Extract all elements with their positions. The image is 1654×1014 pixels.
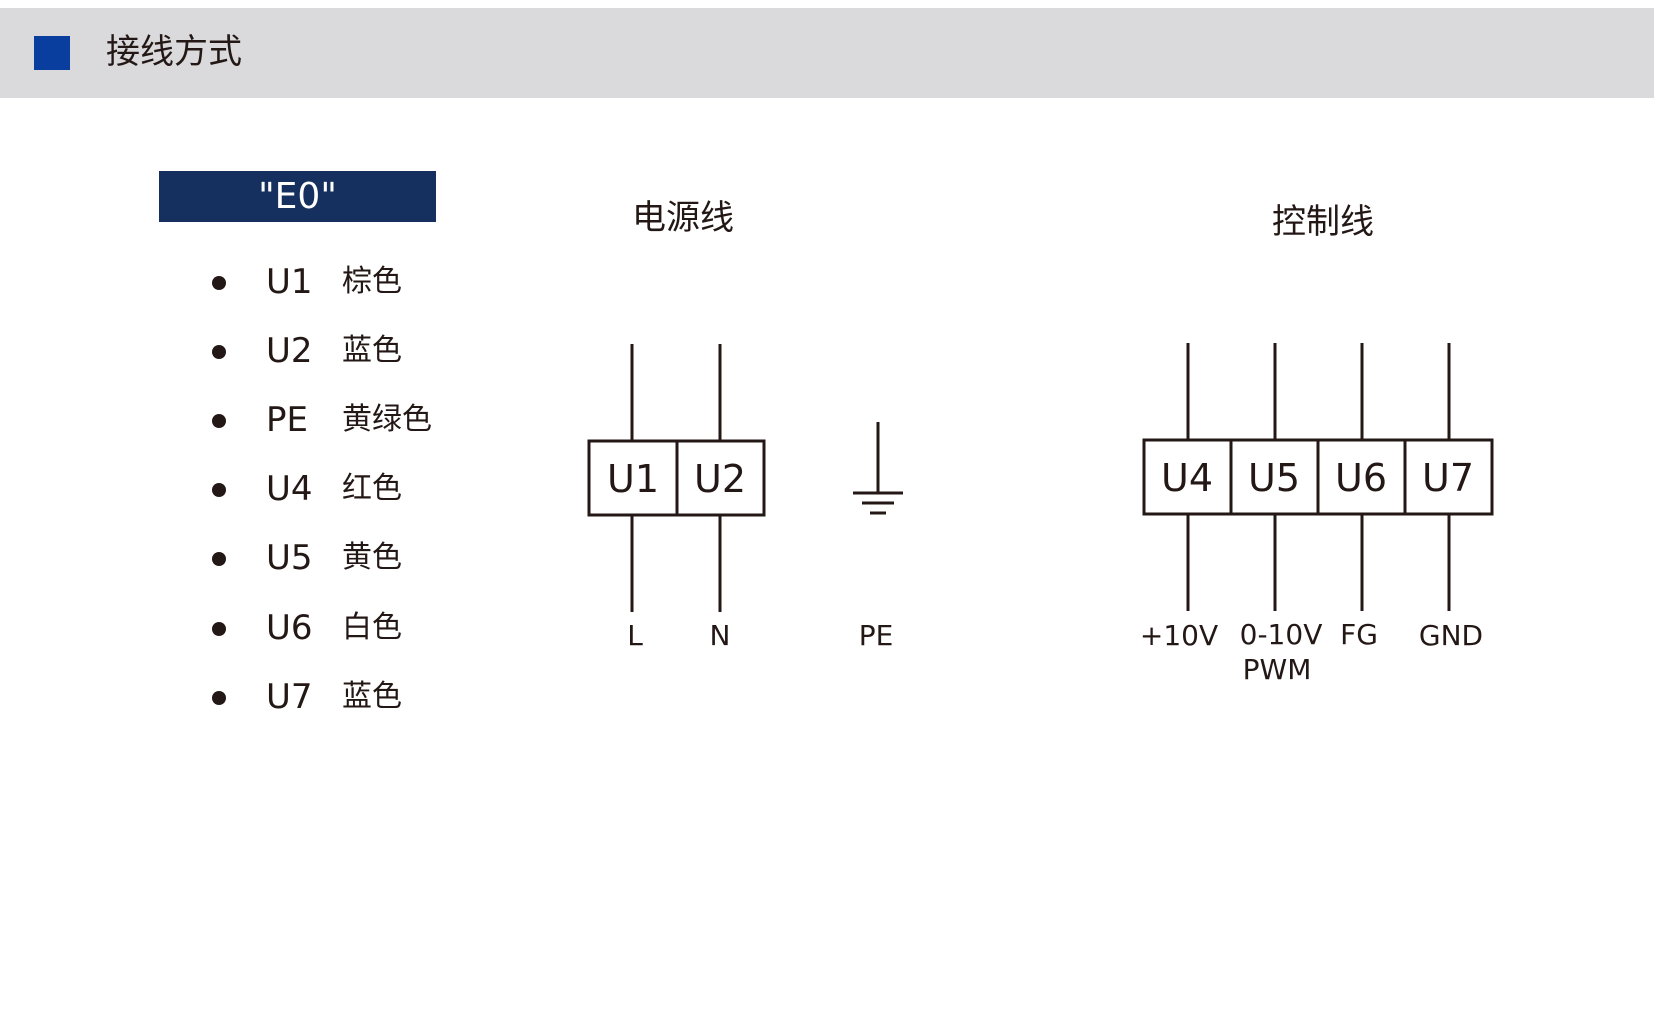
terminal-box-u2 [675, 439, 766, 517]
wire-label: FG [1340, 618, 1378, 651]
wire-sublabel: PWM [1243, 653, 1312, 686]
header-title: 接线方式 [106, 32, 242, 72]
terminal-label: U5 [1248, 456, 1300, 500]
legend-color: 黄色 [342, 540, 402, 575]
header-accent-square [34, 36, 70, 70]
bullet-icon [212, 345, 226, 359]
ground-label: PE [859, 619, 894, 652]
section-header: 接线方式 [0, 8, 1654, 98]
wire-label: L [627, 619, 643, 652]
terminal-label: U7 [1422, 456, 1474, 500]
legend-code: U1 [266, 262, 313, 302]
legend-code: U2 [266, 331, 313, 371]
power-cable-title: 电源线 [632, 198, 734, 238]
wire-label: 0-10V [1240, 618, 1323, 651]
legend-color: 白色 [342, 610, 402, 645]
wire-label: N [710, 619, 731, 652]
terminal-label: U1 [607, 457, 659, 501]
control-cable-title: 控制线 [1272, 202, 1374, 242]
legend-code: U6 [266, 608, 313, 648]
bullet-icon [212, 691, 226, 705]
legend-code: U7 [266, 677, 313, 717]
legend-color: 棕色 [342, 264, 402, 299]
wire-label: +10V [1140, 619, 1218, 652]
legend-color: 蓝色 [342, 679, 402, 714]
bullet-icon [212, 552, 226, 566]
bullet-icon [212, 276, 226, 290]
terminal-label: U6 [1335, 456, 1387, 500]
legend-code: U5 [266, 538, 313, 578]
terminal-label: U2 [694, 457, 746, 501]
bullet-icon [212, 483, 226, 497]
model-badge: "E0" [159, 171, 436, 222]
bullet-icon [212, 414, 226, 428]
wire-label: GND [1419, 619, 1483, 652]
ground-icon [853, 422, 903, 515]
terminal-label: U4 [1161, 456, 1213, 500]
legend-code: U4 [266, 469, 313, 509]
legend-color: 黄绿色 [342, 402, 432, 437]
legend-code: PE [266, 400, 308, 440]
terminal-box-u7 [1403, 438, 1494, 516]
bullet-icon [212, 622, 226, 636]
legend-color: 蓝色 [342, 333, 402, 368]
legend-color: 红色 [342, 471, 402, 506]
